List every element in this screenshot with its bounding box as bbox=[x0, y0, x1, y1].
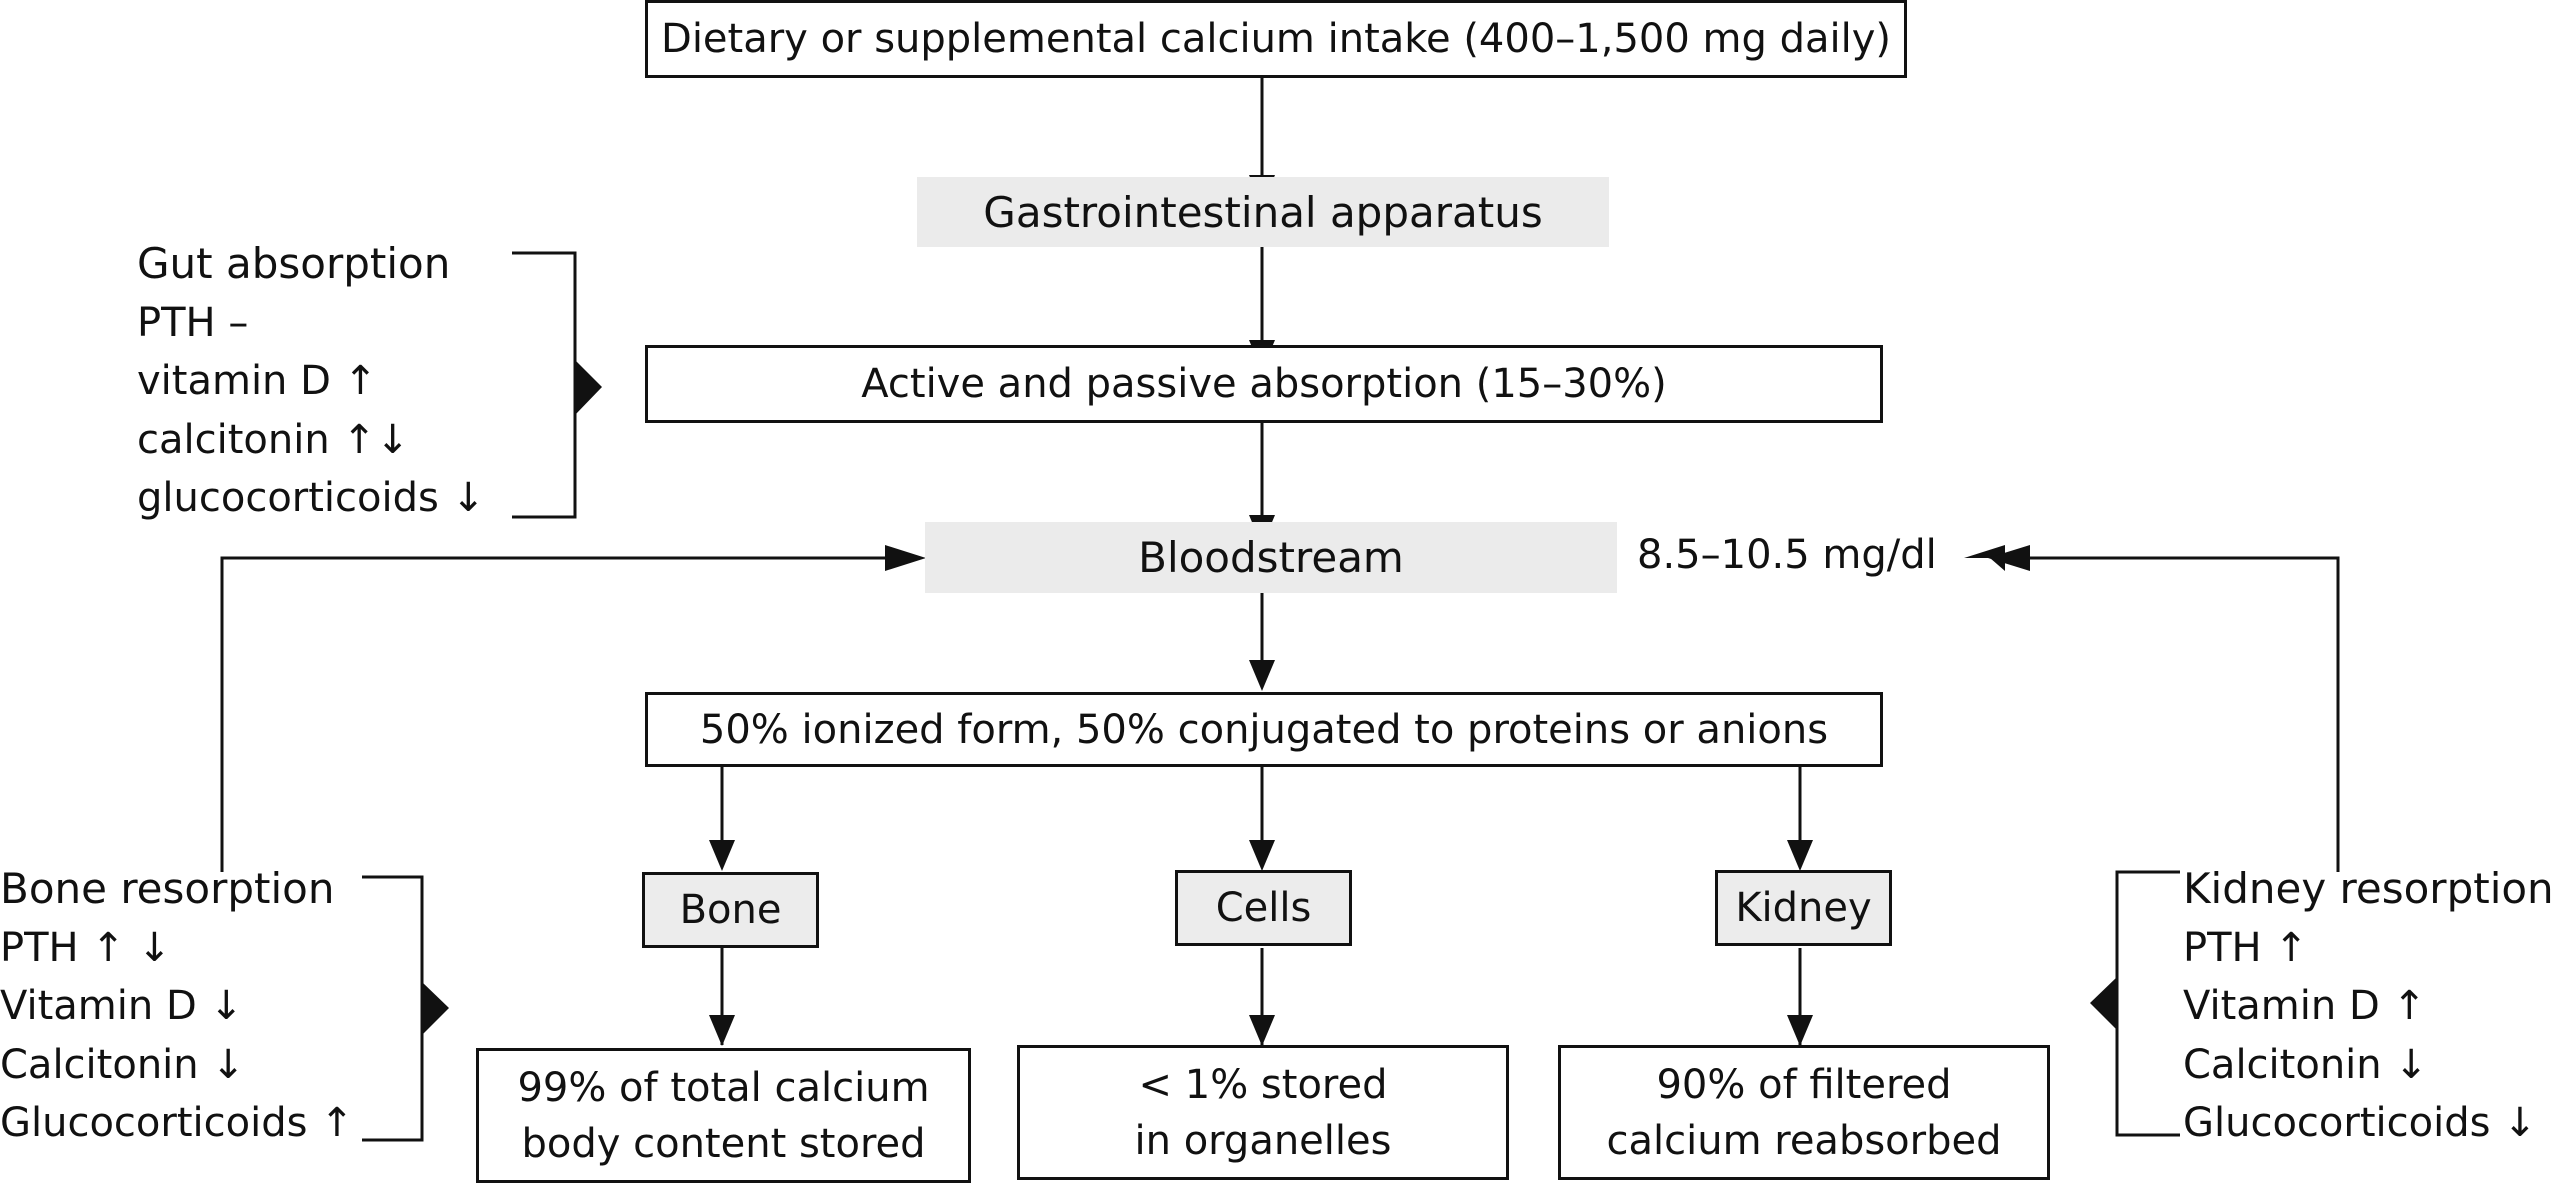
cells-store-box: < 1% stored in organelles bbox=[1017, 1045, 1509, 1180]
cells-store-line2: in organelles bbox=[1134, 1117, 1392, 1164]
gut-item-pth: PTH – bbox=[137, 299, 249, 346]
cells-label: Cells bbox=[1215, 885, 1312, 931]
kidney-resorption-list: Kidney resorption PTH ↑ Vitamin D ↑ Calc… bbox=[2183, 860, 2551, 1153]
bone-item-calcitonin: Calcitonin ↓ bbox=[0, 1041, 245, 1088]
bone-resorption-title: Bone resorption bbox=[0, 864, 335, 913]
arrowhead bbox=[1964, 545, 2005, 571]
blood-range-label: 8.5–10.5 mg/dl bbox=[1637, 532, 1937, 578]
arrowhead bbox=[1787, 1015, 1813, 1046]
arrowhead bbox=[709, 1015, 735, 1046]
cells-box: Cells bbox=[1175, 870, 1352, 946]
forms-label: 50% ionized form, 50% conjugated to prot… bbox=[699, 706, 1829, 753]
arrowhead bbox=[1249, 660, 1275, 691]
arrowhead bbox=[1249, 1015, 1275, 1046]
arrowhead bbox=[885, 545, 926, 571]
intake-label: Dietary or supplemental calcium intake (… bbox=[661, 16, 1891, 62]
bloodstream-label: Bloodstream bbox=[1138, 533, 1404, 582]
kidney-feedback-line bbox=[2005, 556, 2340, 872]
absorption-box: Active and passive absorption (15–30%) bbox=[645, 345, 1883, 423]
bloodstream-band: Bloodstream bbox=[925, 522, 1617, 593]
kidney-store-line2: calcium reabsorbed bbox=[1606, 1117, 2002, 1164]
gut-item-glucocorticoids: glucocorticoids ↓ bbox=[137, 475, 486, 521]
kidney-box: Kidney bbox=[1715, 870, 1892, 946]
arrowhead bbox=[1787, 840, 1813, 871]
bone-store-box: 99% of total calcium body content stored bbox=[476, 1048, 971, 1183]
bone-feedback-line bbox=[220, 556, 885, 872]
arrowhead bbox=[1988, 545, 2030, 571]
gi-band: Gastrointestinal apparatus bbox=[917, 177, 1609, 247]
cells-store-line1: < 1% stored bbox=[1138, 1061, 1388, 1108]
kidney-label: Kidney bbox=[1735, 885, 1872, 931]
kidney-item-glucocorticoids: Glucocorticoids ↓ bbox=[2183, 1100, 2537, 1146]
bone-box: Bone bbox=[642, 872, 819, 948]
bracket-pointer bbox=[422, 982, 449, 1035]
gut-absorption-list: Gut absorption PTH – vitamin D ↑ calcito… bbox=[137, 235, 485, 528]
bracket-pointer bbox=[2090, 977, 2117, 1030]
gi-label: Gastrointestinal apparatus bbox=[983, 187, 1543, 237]
kidney-resorption-title: Kidney resorption bbox=[2183, 864, 2551, 913]
arrowhead bbox=[709, 840, 735, 871]
bone-item-glucocorticoids: Glucocorticoids ↑ bbox=[0, 1100, 354, 1146]
bone-store-line1: 99% of total calcium bbox=[517, 1064, 930, 1111]
bone-item-pth: PTH ↑ ↓ bbox=[0, 924, 172, 971]
bone-resorption-list: Bone resorption PTH ↑ ↓ Vitamin D ↓ Calc… bbox=[0, 860, 354, 1153]
bracket-pointer bbox=[575, 360, 602, 415]
kidney-item-calcitonin: Calcitonin ↓ bbox=[2183, 1041, 2428, 1088]
bone-store-line2: body content stored bbox=[521, 1120, 926, 1167]
arrowhead bbox=[1249, 840, 1275, 871]
kidney-item-vitamin-d: Vitamin D ↑ bbox=[2183, 983, 2426, 1029]
forms-box: 50% ionized form, 50% conjugated to prot… bbox=[645, 692, 1883, 767]
bone-item-vitamin-d: Vitamin D ↓ bbox=[0, 983, 243, 1029]
gut-absorption-title: Gut absorption bbox=[137, 239, 451, 288]
bone-bracket bbox=[362, 875, 424, 1142]
gut-item-vitamin-d: vitamin D ↑ bbox=[137, 358, 378, 404]
kidney-bracket bbox=[2115, 870, 2180, 1137]
kidney-store-line1: 90% of filtered bbox=[1656, 1061, 1952, 1108]
bone-label: Bone bbox=[679, 887, 782, 933]
kidney-store-box: 90% of filtered calcium reabsorbed bbox=[1558, 1045, 2050, 1180]
gut-item-calcitonin: calcitonin ↑↓ bbox=[137, 416, 410, 463]
intake-box: Dietary or supplemental calcium intake (… bbox=[645, 0, 1907, 78]
gut-bracket bbox=[512, 251, 577, 519]
absorption-label: Active and passive absorption (15–30%) bbox=[861, 361, 1667, 407]
kidney-item-pth: PTH ↑ bbox=[2183, 924, 2308, 971]
